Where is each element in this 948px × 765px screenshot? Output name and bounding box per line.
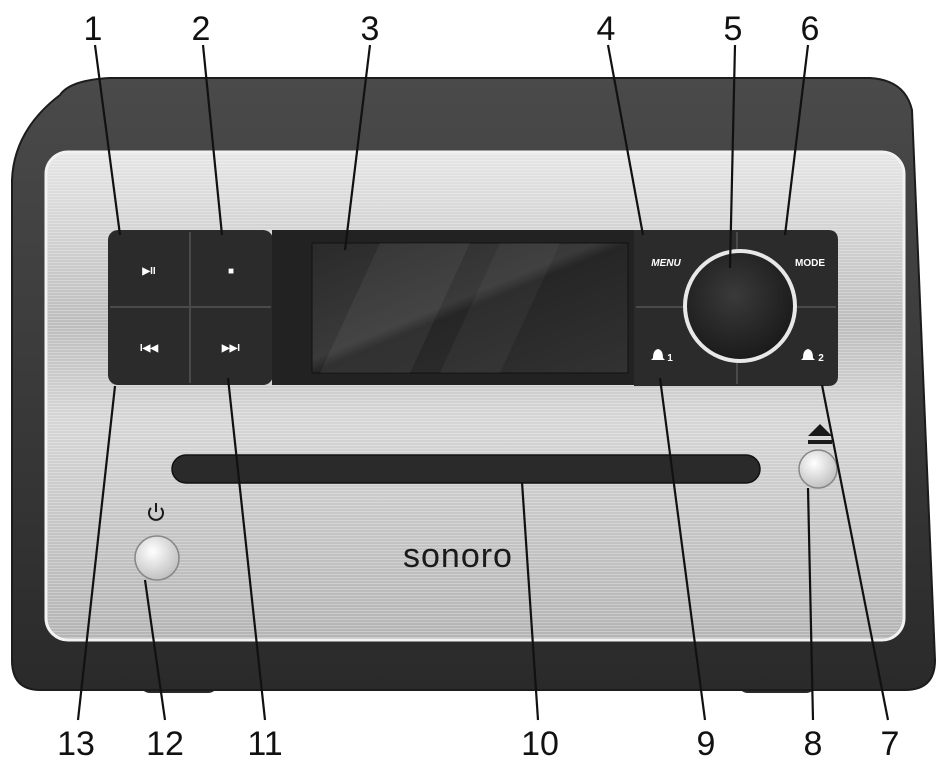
stop-button[interactable]: ■ <box>191 232 271 306</box>
leader-line-2 <box>201 44 224 236</box>
callout-10: 10 <box>521 725 559 763</box>
leader-line-10 <box>520 481 540 721</box>
previous-track-button[interactable]: I◀◀ <box>110 308 189 383</box>
bell-icon <box>801 349 815 360</box>
leader-line-3 <box>343 44 372 251</box>
eject-icon <box>808 424 832 444</box>
menu-button[interactable]: MENU <box>636 232 736 306</box>
rotary-knob[interactable] <box>683 249 797 363</box>
cd-slot[interactable] <box>171 454 761 484</box>
leader-line-12 <box>143 579 167 721</box>
leader-line-7 <box>820 384 890 721</box>
leader-line-6 <box>783 44 810 236</box>
lcd-display <box>311 242 629 374</box>
play-pause-button[interactable]: ▶II <box>110 232 189 306</box>
bell-icon <box>651 349 665 360</box>
callout-9: 9 <box>697 725 716 763</box>
leader-line-11 <box>226 377 267 721</box>
brand-name: sonoro <box>403 537 513 575</box>
alarm-1-label: 1 <box>667 353 673 364</box>
menu-label: MENU <box>651 258 681 269</box>
alarm-2-button[interactable]: 2 <box>738 308 836 384</box>
callout-12: 12 <box>146 725 184 763</box>
display-glare <box>320 243 470 373</box>
mode-button[interactable]: MODE <box>738 232 836 306</box>
power-button[interactable] <box>134 535 180 581</box>
callout-7: 7 <box>881 725 900 763</box>
leader-line-5 <box>728 44 737 269</box>
leader-line-9 <box>658 377 707 721</box>
stop-icon: ■ <box>228 266 234 277</box>
callout-5: 5 <box>724 10 743 48</box>
previous-track-icon: I◀◀ <box>140 343 158 354</box>
next-track-button[interactable]: ▶▶I <box>191 308 271 383</box>
callout-3: 3 <box>361 10 380 48</box>
alarm-1-button[interactable]: 1 <box>636 308 736 384</box>
next-track-icon: ▶▶I <box>221 343 240 354</box>
brand-logo: sonoro <box>403 537 513 575</box>
callout-1: 1 <box>84 10 103 48</box>
power-icon <box>148 503 164 521</box>
eject-button[interactable] <box>798 449 838 489</box>
callout-13: 13 <box>57 725 95 763</box>
callout-2: 2 <box>192 10 211 48</box>
leader-line-8 <box>806 487 815 721</box>
callout-8: 8 <box>804 725 823 763</box>
leader-line-13 <box>76 385 117 721</box>
alarm-2-label: 2 <box>818 353 824 364</box>
callout-4: 4 <box>597 10 616 48</box>
callout-11: 11 <box>247 725 282 763</box>
play-pause-icon: ▶II <box>141 266 155 277</box>
display-glare <box>440 243 560 373</box>
leader-line-1 <box>93 44 122 236</box>
mode-label: MODE <box>795 258 825 269</box>
leader-line-4 <box>606 44 645 236</box>
callout-6: 6 <box>801 10 820 48</box>
